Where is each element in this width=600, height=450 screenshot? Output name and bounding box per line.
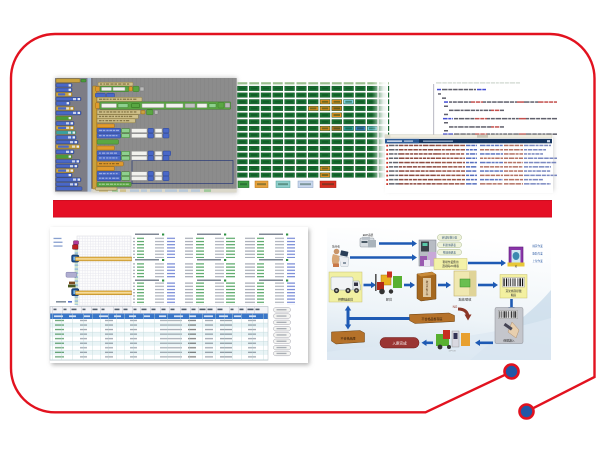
svg-text:物流條碼表: 物流條碼表	[443, 251, 456, 255]
svg-text:條碼讀入: 條碼讀入	[503, 339, 514, 343]
svg-text:上架作業: 上架作業	[532, 259, 543, 263]
svg-text:選項與2D排版: 選項與2D排版	[442, 264, 459, 268]
svg-text:現場作業應用: 現場作業應用	[442, 260, 458, 264]
svg-text:執行者: 執行者	[332, 245, 340, 249]
svg-text:存: 存	[426, 292, 429, 296]
svg-text:點收/驗收: 點收/驗收	[459, 297, 472, 302]
svg-text:不合格品暫存區: 不合格品暫存區	[421, 316, 442, 321]
svg-text:供應鏈送貨: 供應鏈送貨	[338, 297, 353, 302]
svg-text:1 P 5 8: 1 P 5 8	[449, 351, 457, 353]
svg-text:NG: NG	[453, 305, 458, 309]
svg-text:不合格品庫: 不合格品庫	[340, 336, 355, 341]
svg-text:暫: 暫	[426, 288, 429, 292]
svg-text:倉儲架構分區: 倉儲架構分區	[442, 236, 458, 240]
svg-text:收: 收	[426, 280, 429, 284]
svg-text:ERP系統: ERP系統	[363, 233, 374, 237]
svg-text:料架條碼表: 料架條碼表	[443, 243, 456, 247]
svg-text:貨架條碼標籤: 貨架條碼標籤	[505, 289, 521, 293]
svg-text:站: 站	[515, 264, 518, 268]
svg-text:盤點作業: 盤點作業	[532, 251, 543, 255]
svg-text:貨: 貨	[426, 284, 429, 288]
svg-text:黏貼: 黏貼	[511, 293, 517, 297]
svg-text:揀貨作業: 揀貨作業	[532, 244, 543, 248]
svg-text:入庫完成: 入庫完成	[392, 341, 407, 346]
svg-text:卸貨: 卸貨	[386, 297, 392, 302]
